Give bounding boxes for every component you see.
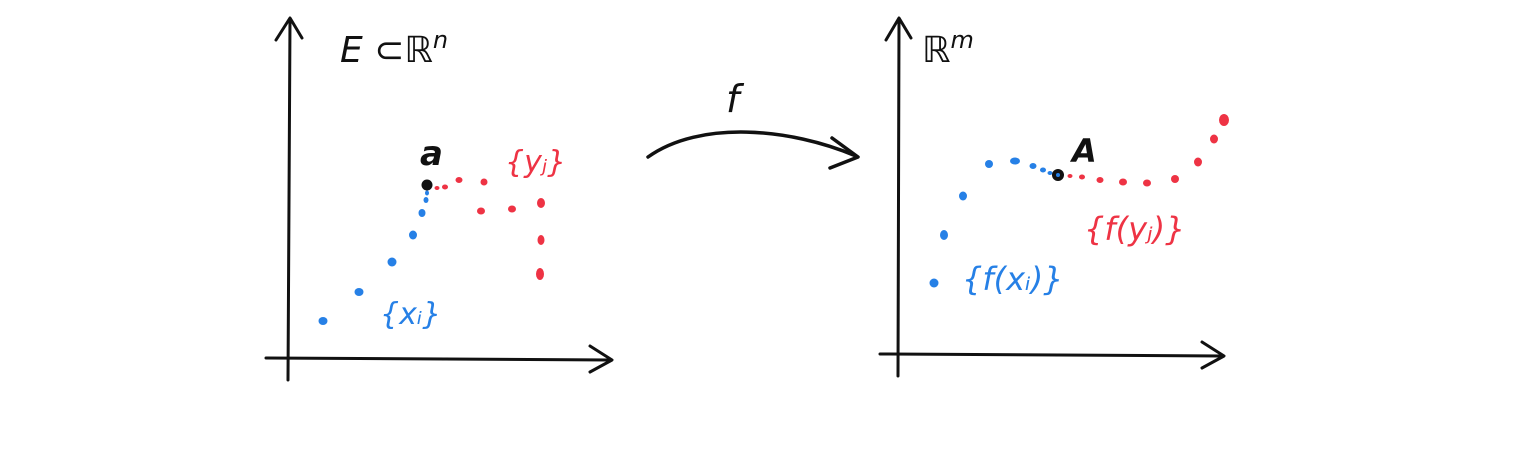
fx-point <box>929 278 939 288</box>
x-point <box>318 317 328 325</box>
fy-point <box>1210 134 1218 144</box>
left-sequence-x <box>318 190 429 325</box>
right-image-y-label: {f(yⱼ)} <box>1084 210 1185 248</box>
map-label-f: f <box>726 77 745 121</box>
right-y-axis <box>896 18 901 378</box>
x-point <box>354 288 364 296</box>
right-x-axis <box>878 352 1224 358</box>
fx-point <box>959 191 967 201</box>
y-point <box>442 184 448 190</box>
fy-point <box>1194 157 1202 167</box>
left-y-axis-arrowhead <box>274 16 304 42</box>
y-point <box>537 235 545 245</box>
fx-point <box>1010 157 1020 165</box>
y-point <box>455 177 463 183</box>
left-plot: E ⊂ℝn a {xᵢ} {yⱼ} <box>264 16 614 382</box>
map-arrow: f <box>646 77 860 170</box>
fx-point <box>1040 167 1046 173</box>
map-arrow-curve <box>646 130 858 159</box>
x-point <box>425 190 429 196</box>
right-axes <box>878 16 1226 378</box>
right-space-label: ℝm <box>922 26 974 71</box>
fx-point <box>940 230 948 240</box>
fy-point <box>1143 179 1151 187</box>
x-point <box>418 209 426 217</box>
right-x-axis-arrowhead <box>1200 340 1226 370</box>
y-point <box>536 268 544 280</box>
left-x-axis <box>264 356 612 362</box>
left-space-label-base: E ⊂ℝ <box>340 30 433 71</box>
left-space-label-exponent: n <box>433 26 448 54</box>
right-image-x <box>929 157 1053 288</box>
fy-point <box>1079 174 1085 180</box>
map-arrow-head <box>828 136 860 170</box>
y-point <box>508 205 516 213</box>
fy-point <box>1067 174 1073 178</box>
fx-point <box>1047 171 1053 175</box>
fx-point <box>985 160 993 168</box>
left-sequence-y-label: {yⱼ} <box>505 145 566 180</box>
fy-point <box>1171 175 1179 183</box>
y-point <box>434 186 440 190</box>
left-space-label: E ⊂ℝn <box>340 26 448 71</box>
fy-point <box>1096 177 1104 183</box>
left-sequence-y <box>434 177 545 280</box>
x-point <box>387 257 397 267</box>
right-space-label-base: ℝ <box>922 30 951 71</box>
left-y-axis <box>286 18 292 382</box>
right-y-axis-arrowhead <box>884 16 913 42</box>
fy-point <box>1219 114 1229 126</box>
right-image-y <box>1067 114 1229 187</box>
x-point <box>423 197 429 203</box>
fy-point <box>1119 178 1127 186</box>
x-point <box>409 230 417 240</box>
left-x-axis-arrowhead <box>588 344 614 374</box>
right-image-point-A-center <box>1056 173 1060 177</box>
left-sequence-x-label: {xᵢ} <box>380 297 441 332</box>
fx-point <box>1029 163 1037 169</box>
right-image-x-label: {f(xᵢ)} <box>962 260 1064 298</box>
y-point <box>537 198 545 208</box>
left-limit-point-a <box>421 179 433 191</box>
left-point-label-a: a <box>420 134 443 174</box>
right-point-label-A: A <box>1069 132 1097 170</box>
right-plot: ℝm A {f(xᵢ)} <box>878 16 1229 378</box>
y-point <box>477 207 485 215</box>
left-axes <box>264 16 614 382</box>
y-point <box>480 178 488 186</box>
right-space-label-exponent: m <box>951 26 974 54</box>
